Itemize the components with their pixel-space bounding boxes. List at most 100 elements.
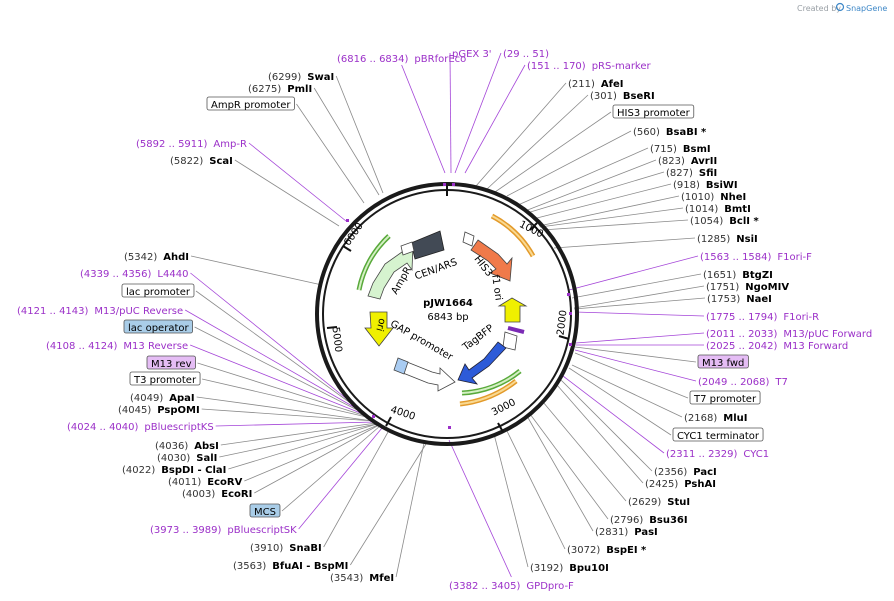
- label-range: (1010): [681, 192, 714, 203]
- leader-line: [244, 424, 379, 482]
- label-lac-promoter: lac promoter: [121, 283, 195, 298]
- label-name: pRS-marker: [592, 61, 652, 72]
- label-pgex-3: pGEX 3': [452, 49, 492, 60]
- label-range: (2831): [595, 527, 628, 538]
- label-t3-promoter: T3 promoter: [129, 371, 201, 386]
- label-name: Bsu36I: [649, 515, 687, 526]
- label-range: (29 .. 51): [503, 49, 549, 60]
- label-range: (6299): [268, 72, 301, 83]
- label-range: (1054): [690, 216, 723, 227]
- leader-line: [298, 427, 383, 530]
- label-range: (4036): [155, 441, 188, 452]
- label-mfei: (3543)MfeI: [330, 573, 394, 584]
- label-cyc1: (2311 .. 2329)CYC1: [666, 449, 769, 460]
- label-name: EcoRV: [207, 477, 242, 488]
- label-name: BmtI: [724, 204, 751, 215]
- feature-label: TagBFP: [460, 323, 496, 354]
- leader-line: [219, 423, 377, 458]
- cen-ars-feature: [410, 230, 445, 260]
- label-bsiwi: (918)BsiWI: [673, 180, 738, 191]
- leader-line: [517, 147, 649, 206]
- label-box: [689, 390, 761, 405]
- leader-line: [573, 285, 705, 309]
- tagbfp-feature: [457, 341, 507, 385]
- his3-feature: [470, 239, 513, 282]
- label-range: (4011): [168, 477, 201, 488]
- label-name: BclI *: [729, 216, 759, 227]
- label-prs-marker: (151 .. 170)pRS-marker: [527, 61, 652, 72]
- label-range: (715): [650, 144, 677, 155]
- label-name: Amp-R: [213, 139, 247, 150]
- label-name: F1ori-R: [783, 312, 819, 323]
- label-name: lac operator: [128, 323, 189, 334]
- label-name: NgoMIV: [745, 282, 789, 293]
- label-bseri: (301)BseRI: [590, 91, 655, 102]
- label-name: MfeI: [369, 573, 394, 584]
- label-name: pBRforEco: [414, 54, 466, 65]
- label-snabi: (3910)SnaBI: [250, 543, 322, 554]
- label-range: (2011 .. 2033): [706, 329, 778, 340]
- plasmid-name: pJW1664: [423, 298, 473, 309]
- leader-line: [195, 290, 361, 411]
- label-name: AbsI: [194, 441, 219, 452]
- leader-line: [532, 183, 672, 220]
- label-amp-r: (5892 .. 5911)Amp-R: [136, 139, 247, 150]
- label-pbluescriptsk: (3973 .. 3989)pBluescriptSK: [150, 525, 297, 536]
- leader-line: [248, 142, 347, 222]
- label-name: StuI: [667, 497, 690, 508]
- label-name: M13 Reverse: [123, 341, 188, 352]
- label-bcli: (1054) BclI *: [690, 216, 759, 227]
- leader-line: [568, 367, 672, 436]
- feature-label: CEN/ARS: [413, 257, 458, 282]
- label-apai: (4049)ApaI: [130, 393, 195, 404]
- label-ahdi: (5342)AhdI: [124, 252, 189, 263]
- label-range: (560): [633, 127, 660, 138]
- leader-line: [220, 422, 377, 446]
- tick-label: 2000: [556, 309, 570, 336]
- label-f1ori-f: (1563 .. 1584)F1ori-F: [700, 252, 812, 263]
- leader-line: [454, 52, 502, 174]
- leader-line: [464, 64, 526, 174]
- leader-line: [526, 415, 594, 532]
- label-range: (4108 .. 4124): [46, 341, 118, 352]
- leader-line: [475, 82, 567, 187]
- label-range: (1014): [685, 204, 718, 215]
- leader-line: [335, 75, 384, 194]
- label-name: HIS3 promoter: [617, 108, 691, 119]
- leader-line: [574, 352, 689, 399]
- leader-line: [401, 64, 446, 174]
- label-absi: (4036) AbsI: [155, 441, 219, 452]
- leader-line: [486, 94, 589, 190]
- label-nsii: (1285)NsiI: [697, 234, 758, 245]
- label-bspei: (3072)BspEI *: [567, 545, 647, 556]
- label-pmli: (6275)PmlI: [248, 84, 312, 95]
- created-by-text: Created by: [797, 4, 841, 13]
- label-cyc1-terminator: CYC1 terminator: [672, 427, 764, 442]
- label-range: (2425): [645, 479, 678, 490]
- label-mcs: MCS: [249, 503, 281, 518]
- label-range: (4003): [182, 489, 215, 500]
- label-name: MCS: [254, 507, 276, 518]
- ampr-feature: [367, 244, 414, 300]
- leader-line: [350, 443, 427, 566]
- label-m13-fwd: M13 fwd: [697, 354, 749, 369]
- tick-label: 3000: [490, 397, 518, 418]
- label-sfii: (827)SfiI: [666, 168, 717, 179]
- label-name: CYC1: [743, 449, 769, 460]
- label-29-51: (29 .. 51): [503, 49, 549, 60]
- leader-line: [493, 433, 529, 568]
- leader-line: [524, 159, 657, 212]
- leader-line: [574, 349, 697, 382]
- label-box: [697, 354, 749, 369]
- label-range: (918): [673, 180, 700, 191]
- leader-line: [556, 384, 644, 484]
- label-range: (823): [658, 156, 685, 167]
- label-range: (827): [666, 168, 693, 179]
- label-name: ApaI: [169, 393, 194, 404]
- leader-line: [296, 103, 365, 204]
- label-name: PacI: [693, 467, 716, 478]
- label-range: (2049 .. 2068): [698, 377, 770, 388]
- label-name: pGEX 3': [452, 49, 492, 60]
- tick-label: 5000: [329, 326, 343, 353]
